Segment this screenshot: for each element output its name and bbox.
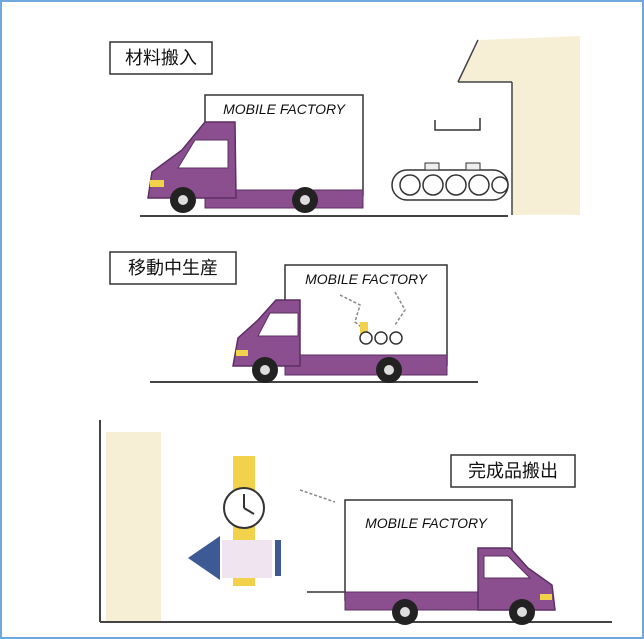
label-material-intake: 材料搬入	[125, 48, 197, 68]
truck-text-2: MOBILE FACTORY	[305, 271, 429, 287]
label-product-delivery: 完成品搬出	[468, 461, 558, 481]
clock-icon	[224, 488, 264, 528]
truck-text-3: MOBILE FACTORY	[365, 515, 489, 531]
scene-product-delivery	[100, 420, 612, 625]
conveyor-icon	[392, 118, 508, 200]
truck-text-1: MOBILE FACTORY	[223, 101, 347, 117]
arrow-left-icon	[188, 536, 281, 580]
label-production-in-transit: 移動中生産	[128, 258, 218, 278]
